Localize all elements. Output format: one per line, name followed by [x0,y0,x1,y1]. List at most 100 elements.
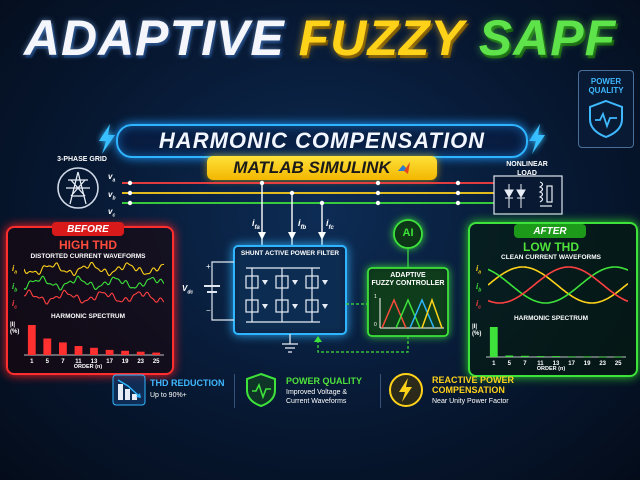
ai-brain-text: AI [402,227,414,239]
vdc-plus: + [206,262,211,271]
feature-divider-2 [380,374,381,408]
before-tag: BEFORE [52,222,124,236]
after-wave-labels: ia ib ic [476,264,482,311]
before-y-label: |I|(%) [10,322,20,335]
before-spectrum-bar [152,352,161,355]
phase-b-label: vb [108,189,116,202]
after-spectrum-tick: 23 [599,361,606,366]
after-spectrum-tick: 11 [537,361,544,366]
lightning-left-icon [99,124,115,154]
title-word-sapf: SAPF [478,10,617,66]
arrow-b [288,232,296,240]
feature-thd: THD REDUCTION Up to 90%+ [150,378,230,400]
after-wave-1 [488,266,628,304]
lightning-feature-icon [389,373,423,407]
after-caption: CLEAN CURRENT WAVEFORMS [501,254,601,261]
after-spectrum-tick: 25 [615,361,622,366]
phase-labels: va vb vc [108,170,116,223]
after-spectrum-bar [536,356,545,357]
feedback-line-bottom [317,336,409,353]
feature-pq-desc1: Improved Voltage & [286,389,348,396]
load-diodes-icon [504,184,526,208]
feature-reactive-power: REACTIVE POWER COMPENSATION Near Unity P… [432,375,542,406]
matlab-logo-icon [397,162,410,174]
feature-rp-title2: COMPENSATION [432,385,505,395]
fuzzy-membership-chart [379,297,444,329]
controller-label-line2: FUZZY CONTROLLER [371,280,445,287]
after-spectrum-tick: 5 [508,361,512,366]
after-spectrum-title: HARMONIC SPECTRUM [513,315,589,322]
load-rl-icon [538,181,553,207]
phase-c-label: vc [108,207,116,219]
feature-power-quality: POWER QUALITY Improved Voltage & Current… [286,376,376,406]
after-wave-2 [488,266,628,304]
title-word-fuzzy: FUZZY [298,10,465,66]
controller-axis-one: 1 [374,294,377,300]
controller-label-line1: ADAPTIVE [390,272,426,279]
title-word-adaptive: ADAPTIVE [23,10,285,66]
phase-a-label: va [108,172,116,184]
before-spectrum-tick: 7 [61,359,65,364]
before-spectrum-bar [90,347,98,355]
after-heading: LOW THD [523,240,579,254]
after-spectrum-bar [521,355,529,357]
current-ifa-label: ifa [252,218,260,231]
controller-label: ADAPTIVE FUZZY CONTROLLER [368,272,448,288]
after-spectrum-tick: 7 [523,361,527,366]
after-spectrum-bar [567,356,576,358]
feature-pq-desc2: Current Waveforms [286,398,347,405]
feedback-arrow [314,336,322,342]
before-spectrum-tick: 11 [75,359,82,364]
after-tag: AFTER [514,224,586,238]
ai-brain-icon [393,219,423,249]
before-spectrum-bar [105,349,114,355]
sapf-box [233,245,347,335]
grid-label: 3-PHASE GRID [57,156,107,163]
after-spectrum-tick: 19 [584,361,591,366]
after-spectrum-bar [489,327,498,357]
current-ifb-label: ifb [298,218,307,231]
after-x-label: ORDER (n) [536,366,566,372]
before-wave-labels: ia ib ic [12,264,18,311]
ground-icon [282,334,298,353]
load-box [493,175,563,215]
before-spectrum-tick: 23 [137,359,144,364]
shield-pulse-icon [589,99,623,139]
pq-badge-line1: POWER [590,77,622,86]
before-spectrum-tick: 19 [122,359,129,364]
before-spectrum-bar [121,350,129,355]
before-wave-1 [24,262,164,277]
bar-chart-down-icon [112,374,146,406]
matlab-badge-text: MATLAB SIMULINK [233,158,391,177]
after-spectrum-bar [505,355,514,357]
before-heading: HIGH THD [59,238,117,252]
after-spectrum-bar [552,356,560,357]
before-spectrum-tick: 1 [30,359,34,364]
sapf-label: SHUNT ACTIVE POWER FILTER [240,250,340,257]
after-spectrum-tick: 1 [492,361,496,366]
before-spectrum-bar [74,346,83,355]
transmission-tower-icon [57,167,99,209]
matlab-simulink-badge: MATLAB SIMULINK [207,156,437,180]
load-label-line1: NONLINEAR [506,161,548,168]
after-spectrum-tick: 13 [553,361,560,366]
before-spectrum-bar [136,351,145,355]
feature-thd-title: THD REDUCTION [150,378,225,388]
feature-divider-1 [234,374,235,408]
before-spectrum-tick: 5 [46,359,50,364]
arrow-c [318,232,326,240]
after-spectrum-tick: 17 [568,361,575,366]
before-spectrum-bar [27,325,36,355]
pq-badge-line2: QUALITY [588,86,624,95]
before-spectrum-tick: 25 [153,359,160,364]
before-spectrum-bar [59,342,67,355]
after-spectrum-bar [614,356,623,358]
before-caption: DISTORTED CURRENT WAVEFORMS [30,253,146,260]
after-spectrum-bar [598,356,607,358]
before-x-label: ORDER (n) [73,364,103,370]
power-quality-badge: POWER QUALITY [578,70,634,148]
main-title: ADAPTIVE FUZZY SAPF [0,2,640,74]
before-waveforms [24,262,164,305]
